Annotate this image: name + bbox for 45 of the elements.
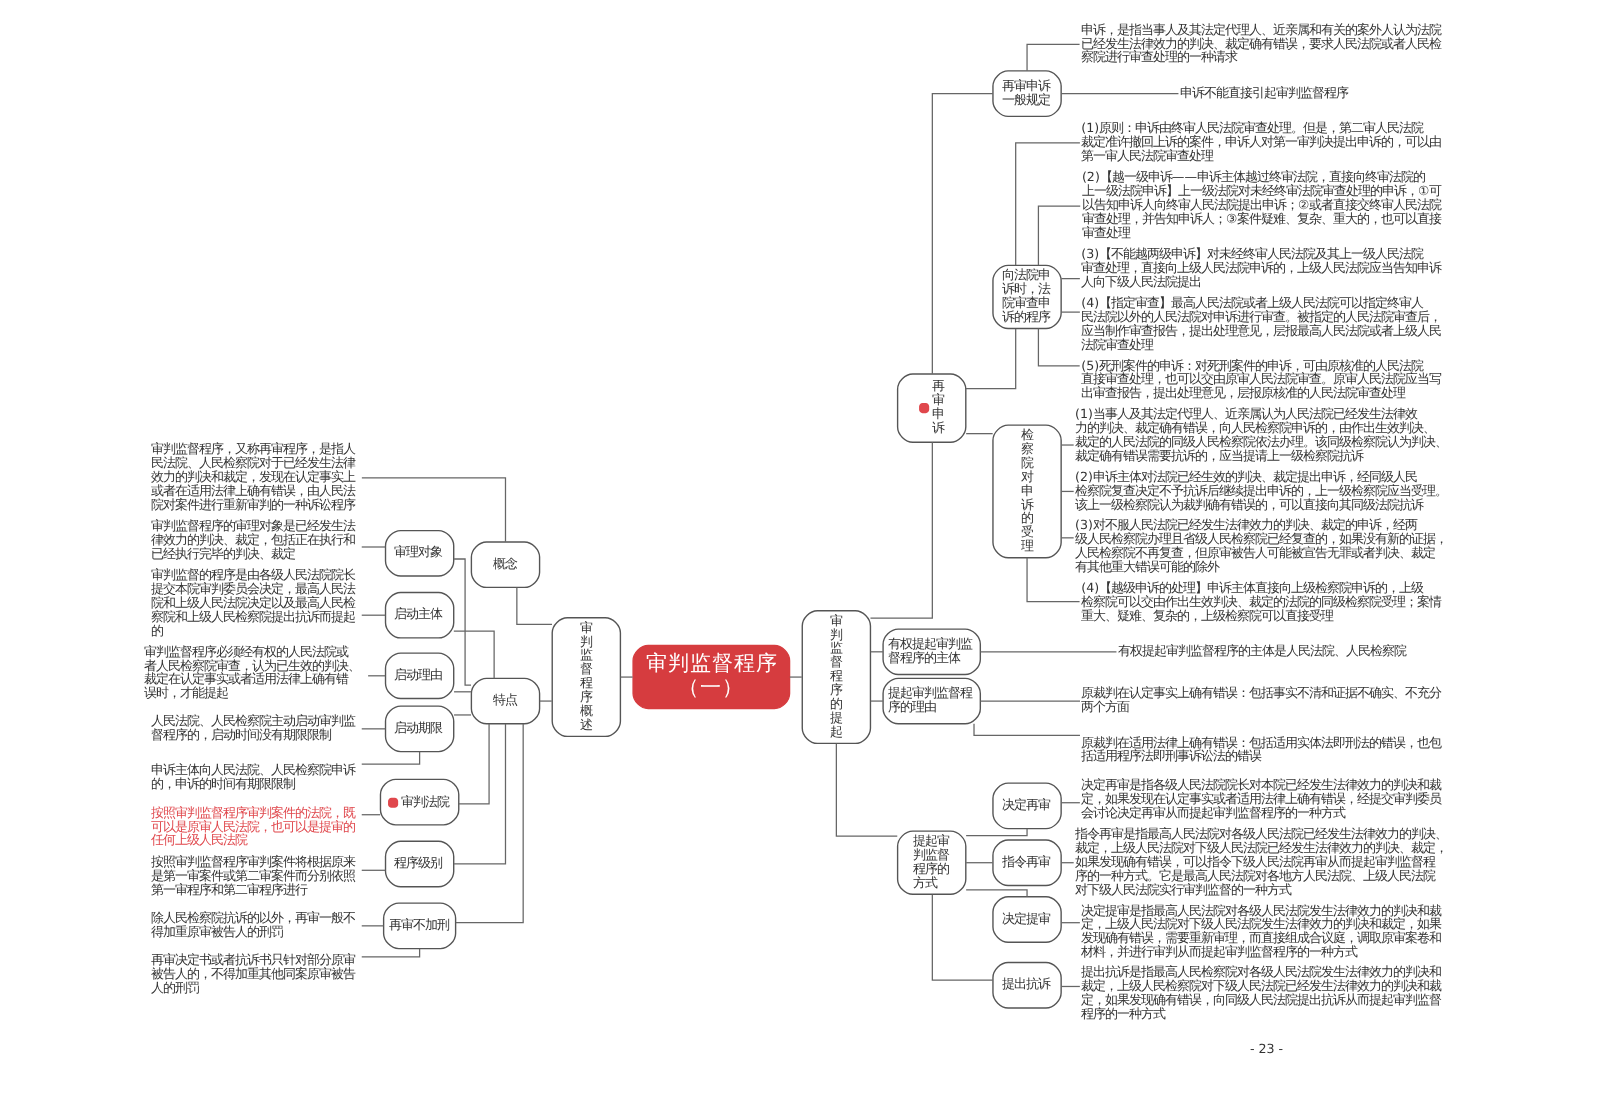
connector [930,894,993,981]
connector [452,714,471,716]
connector [964,828,1027,837]
connector [1025,43,1080,72]
connector [1014,142,1080,266]
connector [452,630,494,679]
connector [452,723,506,865]
connector [618,676,633,678]
connector [1059,278,1080,280]
connector [360,925,384,927]
connector [360,869,385,871]
connector [360,948,420,958]
connector [360,614,385,616]
connector [964,862,993,864]
connector [1059,93,1179,95]
connector [360,546,385,548]
connector [452,558,471,686]
connector [1059,444,1074,446]
connector [978,651,1117,653]
connector [869,700,883,702]
connector [360,477,506,543]
connector [1025,557,1080,603]
connector [457,723,489,805]
connector [1059,985,1080,988]
connector [978,700,1080,702]
connector [788,676,802,678]
connector [538,700,552,702]
connector [360,814,380,816]
connector [515,587,552,626]
connector [360,728,385,730]
connector [964,889,1027,898]
connector [1059,802,1080,804]
connector [454,723,523,924]
connector [972,723,1080,737]
connector [834,743,897,837]
connector [964,328,1016,390]
connector [1059,922,1080,924]
connector [1059,311,1080,313]
connector [930,93,993,375]
connector [360,751,420,765]
connector [964,433,993,435]
connector [1036,327,1080,367]
connector [868,441,932,619]
node-box: 审判监督程序（一） [631,644,790,710]
connector [1036,205,1080,266]
